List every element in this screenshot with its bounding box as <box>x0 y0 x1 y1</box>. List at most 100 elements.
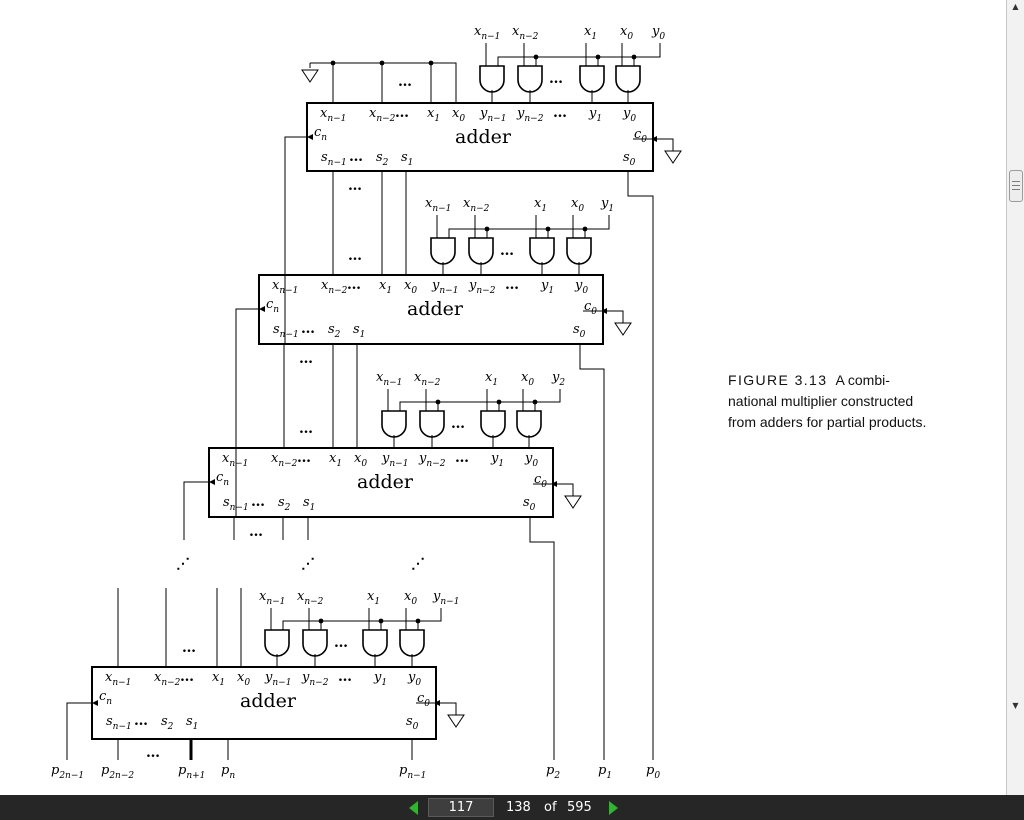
carry-wire <box>235 308 259 517</box>
carry-wire <box>183 481 209 540</box>
adder-input-label: x0 <box>237 670 250 688</box>
adder-input-label: xn−2 <box>154 670 181 688</box>
adder-input-label: y1 <box>490 451 504 469</box>
junction-dot <box>415 618 421 624</box>
arrow-icon <box>259 306 265 312</box>
sum-label: sn−1 <box>223 495 249 513</box>
arrow-icon <box>92 700 98 706</box>
y-bus-wire <box>282 608 442 630</box>
y-bus-wire <box>497 43 661 66</box>
and-gate-icon <box>579 65 605 93</box>
ellipsis: … <box>134 713 148 729</box>
adder-input-label: yn−1 <box>264 670 291 688</box>
and-gate-icon <box>419 410 445 438</box>
junction-dot <box>428 60 434 66</box>
ground-icon <box>301 69 319 83</box>
adder-block <box>306 102 654 172</box>
ground-icon <box>564 495 582 509</box>
arrow-icon <box>434 700 440 706</box>
adder-label: adder <box>357 471 414 493</box>
previous-page-arrow-icon[interactable] <box>409 801 418 815</box>
adder-input-label: xn−2 <box>321 278 348 296</box>
junction-dot <box>545 226 551 232</box>
carry-out-label: cn <box>99 689 112 707</box>
adder-input-label: y1 <box>588 106 602 124</box>
and-input-label: xn−1 <box>259 589 285 607</box>
ellipsis: … <box>347 277 361 293</box>
adder-label: adder <box>407 298 464 320</box>
and-input-label: x1 <box>584 24 597 42</box>
adder-input-label: xn−1 <box>272 278 298 296</box>
adder-input-label: yn−2 <box>418 451 446 469</box>
and-input-label: x0 <box>404 589 417 607</box>
product-output-label: p2n−1 <box>51 763 84 781</box>
junction-dot <box>330 60 336 66</box>
and-gate-icon <box>381 410 407 438</box>
adder-input-label: y0 <box>574 278 588 296</box>
sum-label: s0 <box>623 150 636 168</box>
sum-label: s0 <box>523 495 536 513</box>
page-number-input[interactable] <box>428 798 494 817</box>
junction-dot <box>631 54 637 60</box>
adder-input-label: xn−2 <box>271 451 298 469</box>
junction-dot <box>318 618 324 624</box>
ellipsis: … <box>301 321 315 337</box>
adder-input-label: yn−1 <box>479 106 506 124</box>
and-input-label: x1 <box>485 370 498 388</box>
and-input-label: x0 <box>521 370 534 388</box>
page-label: 138 <box>506 800 531 815</box>
adder-input-label: xn−1 <box>105 670 131 688</box>
carry-in-wire <box>416 702 457 715</box>
ellipsis: … <box>500 243 514 259</box>
vertical-scrollbar[interactable]: ▲ ▼ <box>1006 0 1024 795</box>
scroll-up-arrow-icon[interactable]: ▲ <box>1012 2 1019 11</box>
adder-input-label: yn−2 <box>301 670 329 688</box>
product-output-label: pn−1 <box>399 763 426 781</box>
product-output-label: p0 <box>646 763 660 781</box>
sum-label: s2 <box>376 150 389 168</box>
and-input-label: x0 <box>571 196 584 214</box>
adder-input-label: yn−1 <box>381 451 408 469</box>
of-label: of <box>544 800 557 815</box>
and-input-label: x0 <box>620 24 633 42</box>
ellipsis: … <box>249 524 263 540</box>
figure-number: FIGURE 3.13 <box>728 372 828 388</box>
ellipsis: … <box>398 74 412 90</box>
y-input-label: y0 <box>651 24 665 42</box>
and-gate-icon <box>479 65 505 93</box>
adder-input-label: xn−1 <box>222 451 248 469</box>
carry-in-wire <box>583 310 624 323</box>
ellipsis: … <box>348 248 362 264</box>
ellipsis: … <box>299 351 313 367</box>
adder-input-label: y0 <box>524 451 538 469</box>
sum-label: sn−1 <box>273 322 299 340</box>
scroll-thumb[interactable] <box>1009 170 1023 202</box>
sum-label: s0 <box>406 714 419 732</box>
carry-out-label: cn <box>216 470 229 488</box>
junction-dot <box>378 618 384 624</box>
sum-label: s1 <box>401 150 413 168</box>
product-output-label: pn <box>221 763 235 781</box>
adder-input-label: y1 <box>540 278 554 296</box>
adder-input-label: x1 <box>379 278 392 296</box>
and-gate-icon <box>399 629 425 657</box>
product-wire <box>529 517 555 760</box>
sum-label: sn−1 <box>321 150 347 168</box>
and-gate-icon <box>615 65 641 93</box>
and-input-label: x1 <box>367 589 380 607</box>
next-page-arrow-icon[interactable] <box>609 801 618 815</box>
carry-in-wire <box>633 138 674 151</box>
sum-label: sn−1 <box>106 714 132 732</box>
scroll-down-arrow-icon[interactable]: ▼ <box>1012 701 1019 710</box>
ellipsis: … <box>553 105 567 121</box>
sum-label: s2 <box>328 322 341 340</box>
junction-dot <box>532 399 538 405</box>
sum-label: s2 <box>161 714 174 732</box>
junction-dot <box>435 399 441 405</box>
ellipsis: … <box>455 450 469 466</box>
adder-input-label: x1 <box>329 451 342 469</box>
ground-bus-wire <box>310 62 457 103</box>
adder-input-label: xn−1 <box>320 106 346 124</box>
and-gate-icon <box>468 237 494 265</box>
